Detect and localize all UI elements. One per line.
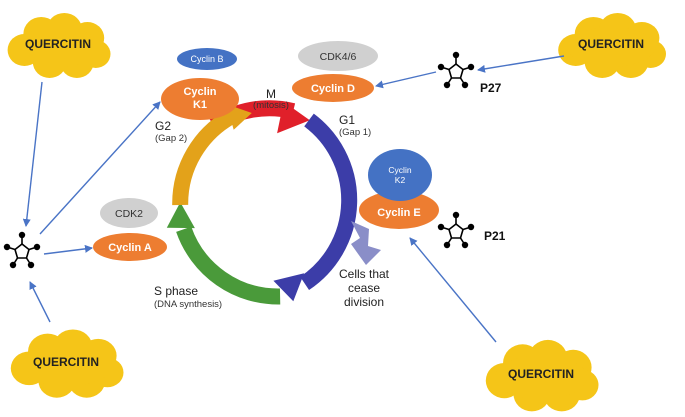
phase-arrowhead-g1 <box>273 273 305 302</box>
cyclin-k1-label-2: K1 <box>193 99 207 111</box>
phase-arc-g1 <box>300 113 358 291</box>
arrow-molecule-to-cyclin-k1 <box>39 101 161 235</box>
phase-g1-label: G1 <box>339 113 355 127</box>
cdk46-label: CDK4/6 <box>320 51 357 63</box>
phase-g1-sub: (Gap 1) <box>339 127 371 138</box>
phase-arrowhead-m <box>277 101 310 134</box>
cease-line-1: Cells that <box>339 267 390 281</box>
arrow-cloud-top-left-to-molecule <box>22 81 43 227</box>
arrow-cloud-bottom-right-to-cyclin-e <box>409 237 497 343</box>
cyclin-k2-node <box>368 149 432 201</box>
phase-arc-g2 <box>172 108 237 206</box>
phase-arrowhead-g2 <box>226 104 252 130</box>
cdk46-node <box>298 41 378 71</box>
arrow-molecule-to-cyclin-a <box>43 244 93 255</box>
phase-g2-sub: (Gap 2) <box>155 133 187 144</box>
cyclin-b-node <box>177 48 237 70</box>
cyclin-d-label: Cyclin D <box>311 83 355 95</box>
arrow-p27-to-cyclin-d <box>375 71 437 89</box>
cell-cycle-ring <box>166 100 381 305</box>
molecule-icon-p27 <box>436 50 476 89</box>
cyclin-b-label: Cyclin B <box>190 54 223 64</box>
phase-m-label: M <box>266 87 276 101</box>
arrow-cloud-top-right-to-p27 <box>477 55 565 73</box>
cyclin-e-node <box>359 191 439 229</box>
phase-arrowhead-s <box>166 202 195 229</box>
quercitin-label-bottom-right: QUERCITIN <box>508 367 574 381</box>
phase-arc-s <box>176 226 281 305</box>
cdk2-label: CDK2 <box>115 208 143 220</box>
cyclin-d-node <box>292 74 374 102</box>
molecule-icon-left <box>2 231 42 270</box>
cyclin-a-label: Cyclin A <box>108 242 152 254</box>
phase-g2-label: G2 <box>155 119 171 133</box>
connector-arrows <box>22 55 565 343</box>
quercitin-label-top-left: QUERCITIN <box>25 37 91 51</box>
cease-division-arrow <box>351 221 381 265</box>
cease-line-3: division <box>344 295 384 309</box>
cyclin-k1-node <box>161 78 239 120</box>
cyclin-k1-label-1: Cyclin <box>183 86 216 98</box>
p21-label: P21 <box>484 229 506 243</box>
cyclin-a-node <box>93 233 167 261</box>
quercitin-label-top-right: QUERCITIN <box>578 37 644 51</box>
cyclin-k2-label-2: K2 <box>395 175 406 185</box>
phase-s-sub: (DNA synthesis) <box>154 299 222 310</box>
cyclin-k2-label-1: Cyclin <box>388 165 411 175</box>
quercitin-label-bottom-left: QUERCITIN <box>33 355 99 369</box>
phase-m-sub: (mitosis) <box>253 100 289 111</box>
cdk2-node <box>100 198 158 228</box>
arrow-cloud-bottom-left-to-molecule <box>29 281 51 323</box>
phase-s-label: S phase <box>154 284 198 298</box>
cyclin-e-label: Cyclin E <box>377 207 420 219</box>
molecule-icon-p21 <box>436 211 476 249</box>
cease-line-2: cease <box>348 281 380 295</box>
p27-label: P27 <box>480 81 502 95</box>
